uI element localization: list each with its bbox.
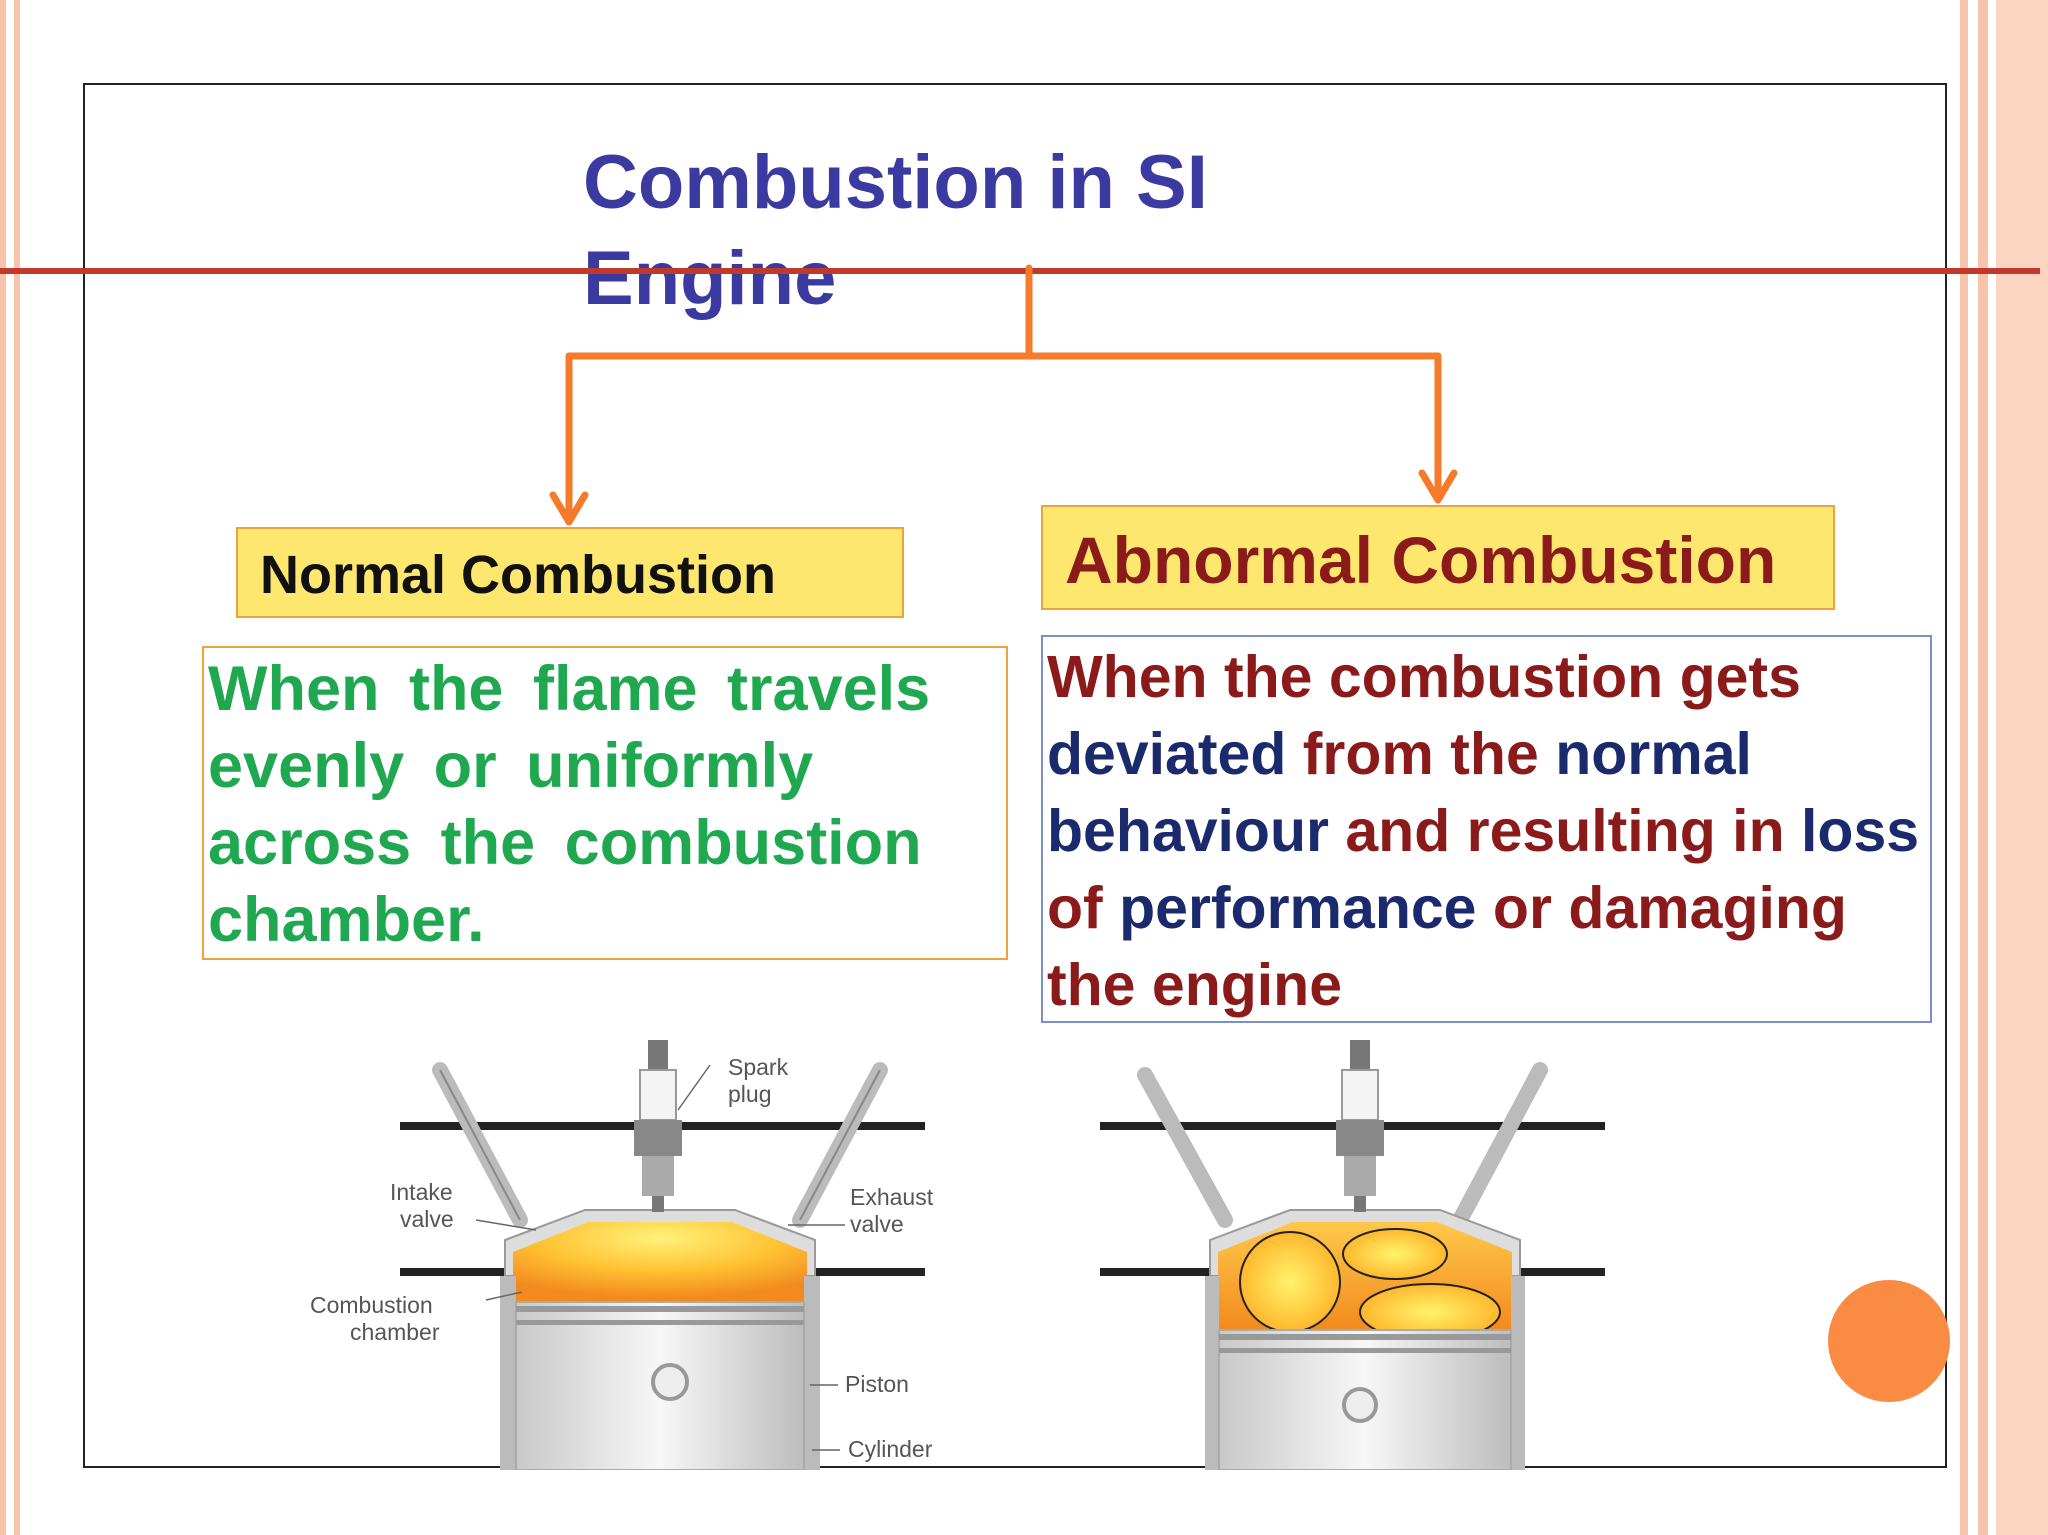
normal-combustion-description: When the flame travels evenly or uniform… (202, 646, 1008, 960)
combustion-chamber-label: Combustion (310, 1292, 433, 1318)
intake-valve-label: Intake (390, 1179, 453, 1205)
piston-label: Piston (845, 1371, 909, 1397)
accent-circle (1828, 1280, 1950, 1402)
intake-valve-label: valve (400, 1206, 454, 1232)
normal-combustion-label: Normal Combustion (236, 527, 904, 618)
left-stripe-2 (14, 0, 20, 1535)
abnormal-combustion-label: Abnormal Combustion (1041, 505, 1835, 610)
desc-part: performance (1119, 875, 1477, 941)
desc-part: behaviour (1047, 798, 1329, 864)
exhaust-valve-label: valve (850, 1211, 904, 1237)
abnormal-combustion-engine-illustration (1100, 1040, 1605, 1470)
right-stripe-2 (1978, 0, 1988, 1535)
desc-part: loss (1801, 798, 1920, 864)
slide-frame (83, 83, 1947, 1468)
combustion-chamber-label: chamber (350, 1319, 440, 1345)
desc-part: or (1492, 875, 1552, 941)
right-stripe-3 (1996, 0, 2048, 1535)
spark-plug-label: plug (728, 1081, 771, 1107)
normal-combustion-engine-illustration: Spark plug Intake valve Exhaust valve Co… (310, 1040, 934, 1470)
desc-part: from the (1302, 721, 1539, 787)
exhaust-valve-label: Exhaust (850, 1184, 934, 1210)
desc-part: deviated (1047, 721, 1287, 787)
desc-part: and resulting in (1345, 798, 1785, 864)
cylinder-label: Cylinder (848, 1436, 933, 1462)
abnormal-combustion-description: When the combustion gets deviated from t… (1041, 635, 1932, 1023)
spark-plug-label: Spark (728, 1054, 789, 1080)
title-rule (0, 268, 2040, 274)
slide-title: Combustion in SI Engine (583, 140, 1208, 321)
desc-part: of (1047, 875, 1103, 941)
branch-connector (549, 264, 1458, 526)
desc-part: When the combustion gets (1047, 644, 1801, 710)
desc-part: normal (1555, 721, 1752, 787)
desc-part: damaging the engine (1047, 875, 1847, 1018)
left-stripe-1 (0, 0, 6, 1535)
right-stripe-1 (1960, 0, 1968, 1535)
